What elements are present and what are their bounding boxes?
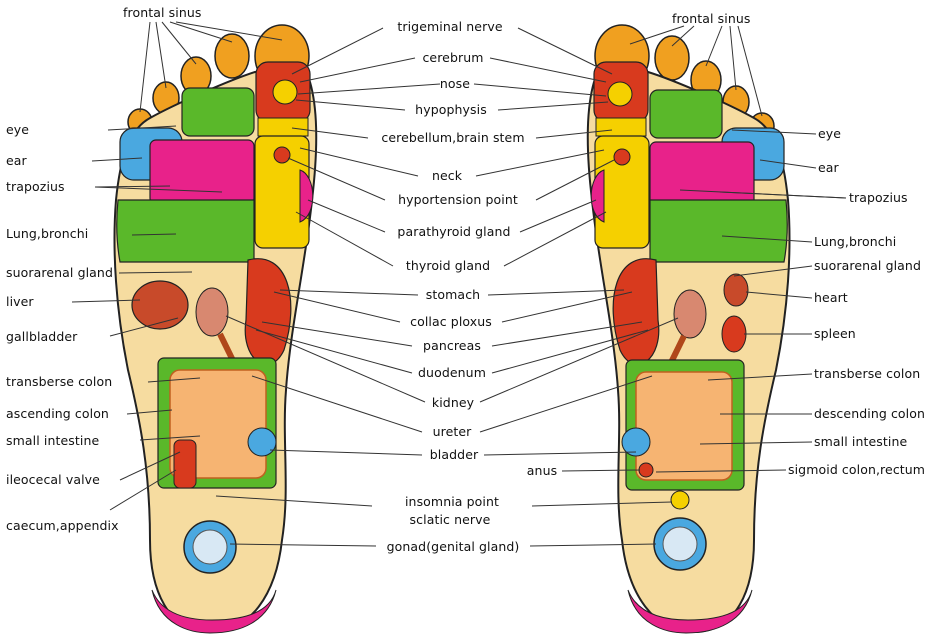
label-stomach: stomach bbox=[425, 287, 481, 302]
label-left-transverse-colon: transberse colon bbox=[6, 374, 113, 389]
left-heel-rim bbox=[151, 589, 277, 634]
label-left-trapezius: trapozius bbox=[6, 179, 65, 194]
label-left-ascending-colon: ascending colon bbox=[6, 406, 109, 421]
right-bladder bbox=[621, 427, 651, 457]
label-cerebrum: cerebrum bbox=[422, 50, 484, 65]
right-hypertension-point bbox=[613, 148, 631, 166]
leader-lines bbox=[71, 21, 847, 547]
left-lung-zone bbox=[116, 199, 255, 263]
label-right-heart: heart bbox=[814, 290, 848, 305]
label-pancreas: pancreas bbox=[423, 338, 481, 353]
right-spleen bbox=[721, 315, 747, 353]
label-parathyroid: parathyroid gland bbox=[397, 224, 511, 239]
label-left-ileocecal-valve: ileocecal valve bbox=[6, 472, 100, 487]
right-cerebellum-zone bbox=[595, 117, 647, 137]
label-nose: nose bbox=[439, 76, 471, 91]
label-left-lung: Lung,bronchi bbox=[6, 226, 89, 241]
label-right-transverse-colon: transberse colon bbox=[814, 366, 921, 381]
left-caecum bbox=[173, 439, 197, 489]
left-nose-zone bbox=[272, 79, 298, 105]
label-duodenum: duodenum bbox=[418, 365, 486, 380]
right-parathyroid-zone bbox=[590, 169, 605, 223]
left-trapezius-zone bbox=[149, 139, 255, 205]
label-trigeminal-nerve: trigeminal nerve bbox=[397, 19, 503, 34]
left-parathyroid-zone bbox=[299, 169, 314, 223]
left-gonad-inner bbox=[192, 529, 228, 565]
left-stomach bbox=[244, 258, 292, 365]
label-right-descending-colon: descending colon bbox=[814, 406, 926, 421]
right-heel-rim bbox=[627, 589, 753, 634]
label-left-eye: eye bbox=[6, 122, 30, 137]
label-cerebellum: cerebellum,brain stem bbox=[381, 130, 525, 145]
right-stomach bbox=[612, 258, 660, 365]
left-toe-2 bbox=[214, 33, 250, 79]
label-bladder: bladder bbox=[429, 447, 479, 462]
left-eye-band bbox=[181, 87, 255, 137]
right-toe-2 bbox=[654, 35, 690, 81]
left-hypertension-point bbox=[273, 146, 291, 164]
label-left-ear: ear bbox=[6, 153, 27, 168]
label-right-lung: Lung,bronchi bbox=[814, 234, 897, 249]
label-left-suprarenal: suorarenal gland bbox=[6, 265, 113, 280]
label-left-liver: liver bbox=[6, 294, 34, 309]
right-trapezius-zone bbox=[649, 141, 755, 207]
right-eye-band bbox=[649, 89, 723, 139]
right-lung-zone bbox=[649, 199, 788, 263]
left-kidney bbox=[195, 287, 229, 337]
right-foot bbox=[586, 24, 791, 634]
right-nose-zone bbox=[607, 81, 633, 107]
right-gonad-inner bbox=[662, 526, 698, 562]
label-celiac-plexus: collac ploxus bbox=[410, 314, 492, 329]
label-sciatic-nerve: sclatic nerve bbox=[409, 512, 491, 527]
left-cerebellum-zone bbox=[257, 117, 309, 137]
right-insomnia-point bbox=[670, 490, 690, 510]
label-right-spleen: spleen bbox=[814, 326, 856, 341]
right-heart bbox=[723, 273, 749, 307]
label-insomnia-point: insomnia point bbox=[404, 494, 500, 509]
label-left-small-intestine: small intestine bbox=[6, 433, 100, 448]
label-right-small-intestine: small intestine bbox=[814, 434, 908, 449]
label-right-ear: ear bbox=[818, 160, 839, 175]
left-liver bbox=[131, 280, 189, 330]
label-right-sigmoid-colon: sigmoid colon,rectum bbox=[788, 462, 926, 477]
label-right-frontal-sinus: frontal sinus bbox=[672, 11, 751, 26]
label-kidney: kidney bbox=[431, 395, 475, 410]
right-small-intestine bbox=[635, 371, 733, 481]
label-gonad: gonad(genital gland) bbox=[386, 539, 520, 554]
label-hypophysis: hypophysis bbox=[415, 102, 487, 117]
label-left-frontal-sinus: frontal sinus bbox=[123, 5, 202, 20]
label-left-caecum: caecum,appendix bbox=[6, 518, 119, 533]
label-right-suprarenal: suorarenal gland bbox=[814, 258, 921, 273]
label-anus: anus bbox=[526, 463, 558, 478]
label-neck: neck bbox=[431, 168, 463, 183]
right-kidney bbox=[673, 289, 707, 339]
left-bladder bbox=[247, 427, 277, 457]
right-anus bbox=[638, 462, 654, 478]
label-right-eye: eye bbox=[818, 126, 842, 141]
left-foot bbox=[113, 24, 318, 634]
label-left-gallbladder: gallbladder bbox=[6, 329, 78, 344]
label-right-trapezius: trapozius bbox=[849, 190, 908, 205]
label-thyroid: thyroid gland bbox=[405, 258, 491, 273]
label-hypertension-point: hyportension point bbox=[398, 192, 518, 207]
label-ureter: ureter bbox=[432, 424, 472, 439]
